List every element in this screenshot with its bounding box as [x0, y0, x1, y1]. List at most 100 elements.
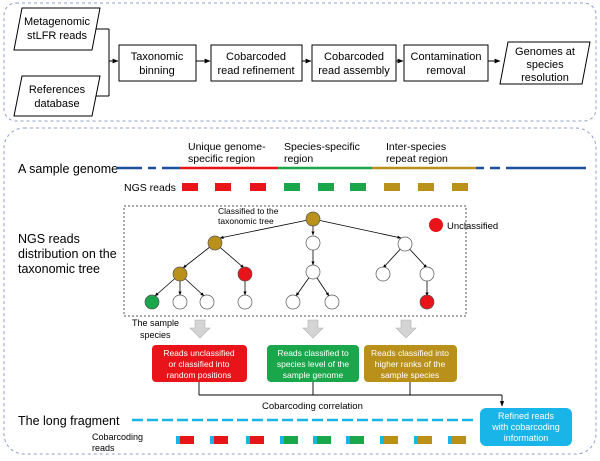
- ngs-read: [215, 183, 231, 191]
- step-contamination-removal: Contamination removal: [403, 44, 489, 82]
- tree-node: [397, 236, 413, 252]
- input-references-database: References database: [13, 75, 101, 117]
- category-green: Reads classified to species level of the…: [267, 345, 359, 382]
- step4-line2: removal: [426, 65, 465, 77]
- category-green-line3: sample genome: [283, 370, 344, 380]
- category-red: Reads unclassified or classified into ra…: [152, 345, 247, 382]
- species-region-line2: region: [284, 153, 313, 165]
- refined-line1: Refined reads: [498, 411, 555, 421]
- barcode-segment: [176, 436, 180, 444]
- tree-node: [237, 294, 253, 310]
- repeat-region-line1: Inter-species: [386, 141, 446, 153]
- tree-node: [419, 266, 435, 282]
- cobarcoding-reads: [176, 436, 466, 444]
- barcode-segment: [210, 436, 214, 444]
- input2-line1: References: [29, 84, 86, 96]
- tree-node-sample-species: [144, 294, 160, 310]
- category-gold-line3: sample species: [381, 370, 440, 380]
- step-taxonomic-binning: Taxonomic binning: [118, 44, 197, 82]
- pipeline-panel: [3, 2, 597, 122]
- cobarcoding-read: [180, 436, 194, 444]
- tree-node: [207, 235, 223, 251]
- category-green-line2: species level of the: [277, 359, 350, 369]
- sample-species-line1: The sample: [132, 318, 179, 328]
- barcode-segment: [280, 436, 284, 444]
- step3-line1: Cobarcoded: [324, 51, 384, 63]
- tree-box: [123, 205, 467, 317]
- refined-reads-box: Refined reads with cobarcoding informati…: [480, 408, 572, 446]
- output-line1: Genomes at: [515, 46, 575, 58]
- tree-node: [305, 235, 321, 251]
- cobarcoding-read: [284, 436, 298, 444]
- unique-region-line1: Unique genome-: [188, 141, 266, 153]
- tree-node: [305, 264, 321, 280]
- classified-line1: Classified to the: [218, 206, 279, 216]
- cobarcoding-read: [350, 436, 364, 444]
- category-gold-line1: Reads classified into: [371, 348, 449, 358]
- category-green-line1: Reads classified to: [277, 348, 349, 358]
- step4-line1: Contamination: [411, 51, 482, 63]
- ngs-read: [284, 183, 300, 191]
- output-line3: resolution: [521, 72, 569, 84]
- cobarcoding-line2: reads: [92, 443, 115, 453]
- category-red-line1: Reads unclassified: [163, 348, 235, 358]
- cobarcoding-read: [384, 436, 398, 444]
- step3-line2: read assembly: [318, 65, 390, 77]
- ngs-reads-label: NGS reads: [124, 182, 176, 194]
- ngs-read: [350, 183, 366, 191]
- category-gold: Reads classified into higher ranks of th…: [364, 345, 457, 382]
- unclassified-label: Unclassified: [447, 221, 498, 232]
- ngs-reads: [182, 183, 468, 191]
- category-red-line3: random positions: [167, 370, 232, 380]
- down-arrow: [302, 319, 324, 339]
- barcode-segment: [380, 436, 384, 444]
- barcode-segment: [313, 436, 317, 444]
- step2-line2: read refinement: [217, 65, 294, 77]
- ngs-read: [452, 183, 468, 191]
- output-line2: species: [526, 59, 564, 71]
- ngs-read: [182, 183, 198, 191]
- correlation-connector: [198, 382, 505, 407]
- output-genomes: Genomes at species resolution: [499, 41, 591, 85]
- refined-line2: with cobarcoding: [491, 422, 560, 432]
- sample-genome-label: A sample genome: [18, 162, 118, 176]
- barcode-segment: [414, 436, 418, 444]
- down-arrow: [395, 319, 417, 339]
- tree-edges: [154, 218, 429, 297]
- tree-node: [419, 294, 435, 310]
- cobarcoding-read: [418, 436, 432, 444]
- unique-region-line2: specific region: [188, 153, 255, 165]
- sample-species-line2: species: [140, 330, 171, 340]
- step-read-refinement: Cobarcoded read refinement: [210, 44, 303, 82]
- barcode-segment: [246, 436, 250, 444]
- correlation-label: Cobarcoding correlation: [262, 401, 363, 412]
- tree-node: [172, 266, 188, 282]
- detail-panel: [3, 127, 597, 455]
- tree-node: [237, 266, 253, 282]
- species-region-line1: Species-specific: [284, 141, 360, 153]
- input1-line1: Metagenomic: [24, 16, 91, 28]
- tree-side-line3: taxonomic tree: [18, 262, 100, 276]
- cobarcoding-line1: Cobarcoding: [92, 432, 143, 442]
- tree-node: [324, 294, 340, 310]
- ngs-read: [418, 183, 434, 191]
- barcode-segment: [448, 436, 452, 444]
- repeat-region-line2: repeat region: [386, 153, 448, 165]
- step1-line2: binning: [139, 65, 174, 77]
- input2-line2: database: [34, 98, 79, 110]
- tree-side-line1: NGS reads: [18, 232, 80, 246]
- cobarcoding-read: [452, 436, 466, 444]
- tree-nodes: [144, 211, 435, 310]
- input1-line2: stLFR reads: [27, 30, 87, 42]
- tree-node: [199, 294, 215, 310]
- cobarcoding-read: [214, 436, 228, 444]
- classified-line2: taxonomic tree: [218, 216, 274, 226]
- long-fragment-label: The long fragment: [18, 414, 120, 428]
- category-gold-line2: higher ranks of the: [375, 359, 446, 369]
- ngs-read: [318, 183, 334, 191]
- grey-arrows: [189, 319, 417, 339]
- ngs-read: [384, 183, 400, 191]
- step2-line1: Cobarcoded: [226, 51, 286, 63]
- ngs-read: [250, 183, 266, 191]
